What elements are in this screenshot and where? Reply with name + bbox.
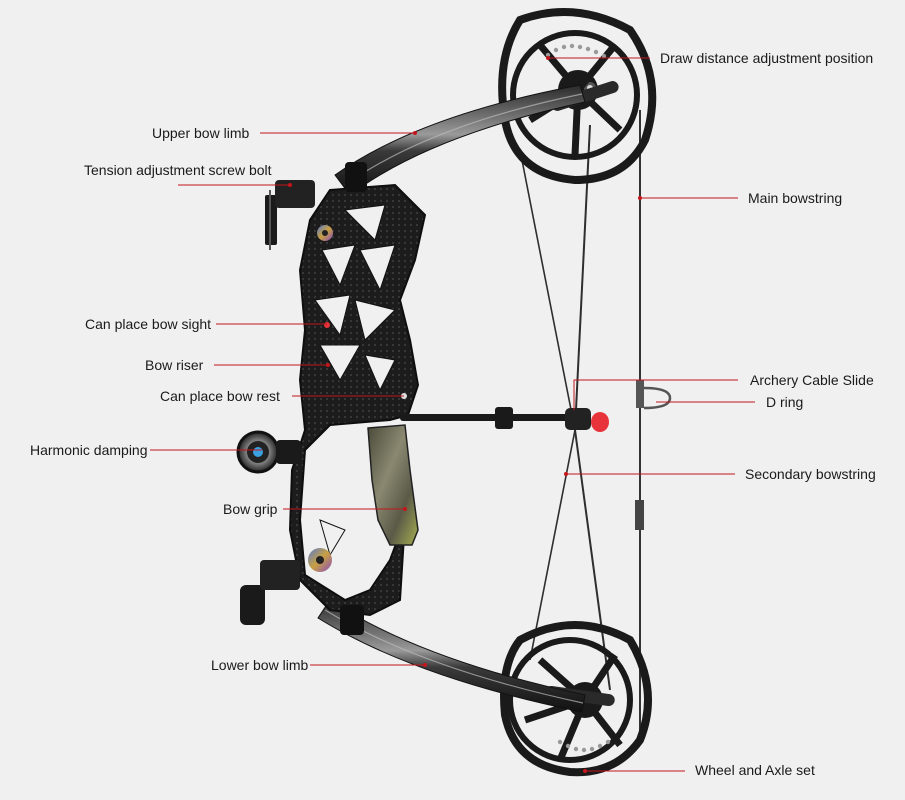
cable-slide-rod: [400, 407, 609, 432]
label-wheel-axle: Wheel and Axle set: [695, 762, 815, 778]
upper-tension-bolt: [265, 162, 367, 250]
label-secondary-string: Secondary bowstring: [745, 466, 876, 482]
label-main-string: Main bowstring: [748, 190, 843, 206]
secondary-bowstring: [519, 124, 611, 691]
bow-grip: [367, 424, 419, 546]
leader-lines: [150, 56, 755, 773]
label-d-ring: D ring: [766, 394, 804, 410]
label-upper-limb: Upper bow limb: [152, 125, 250, 141]
label-bow-rest: Can place bow rest: [160, 388, 280, 404]
bow-riser: [288, 183, 427, 617]
label-lower-limb: Lower bow limb: [211, 657, 309, 673]
harmonic-damper: [236, 430, 301, 474]
label-bow-grip: Bow grip: [223, 501, 278, 517]
lower-tension-bolt: [240, 560, 364, 635]
d-ring: [643, 386, 672, 410]
main-bowstring: [635, 110, 644, 740]
label-draw-distance: Draw distance adjustment position: [660, 50, 874, 66]
label-bow-riser: Bow riser: [145, 357, 204, 373]
label-tension-bolt: Tension adjustment screw bolt: [84, 162, 272, 178]
label-harmonic-damping: Harmonic damping: [30, 442, 148, 458]
label-cable-slide: Archery Cable Slide: [750, 372, 874, 388]
label-bow-sight: Can place bow sight: [85, 316, 212, 332]
upper-bow-limb: [334, 84, 586, 196]
